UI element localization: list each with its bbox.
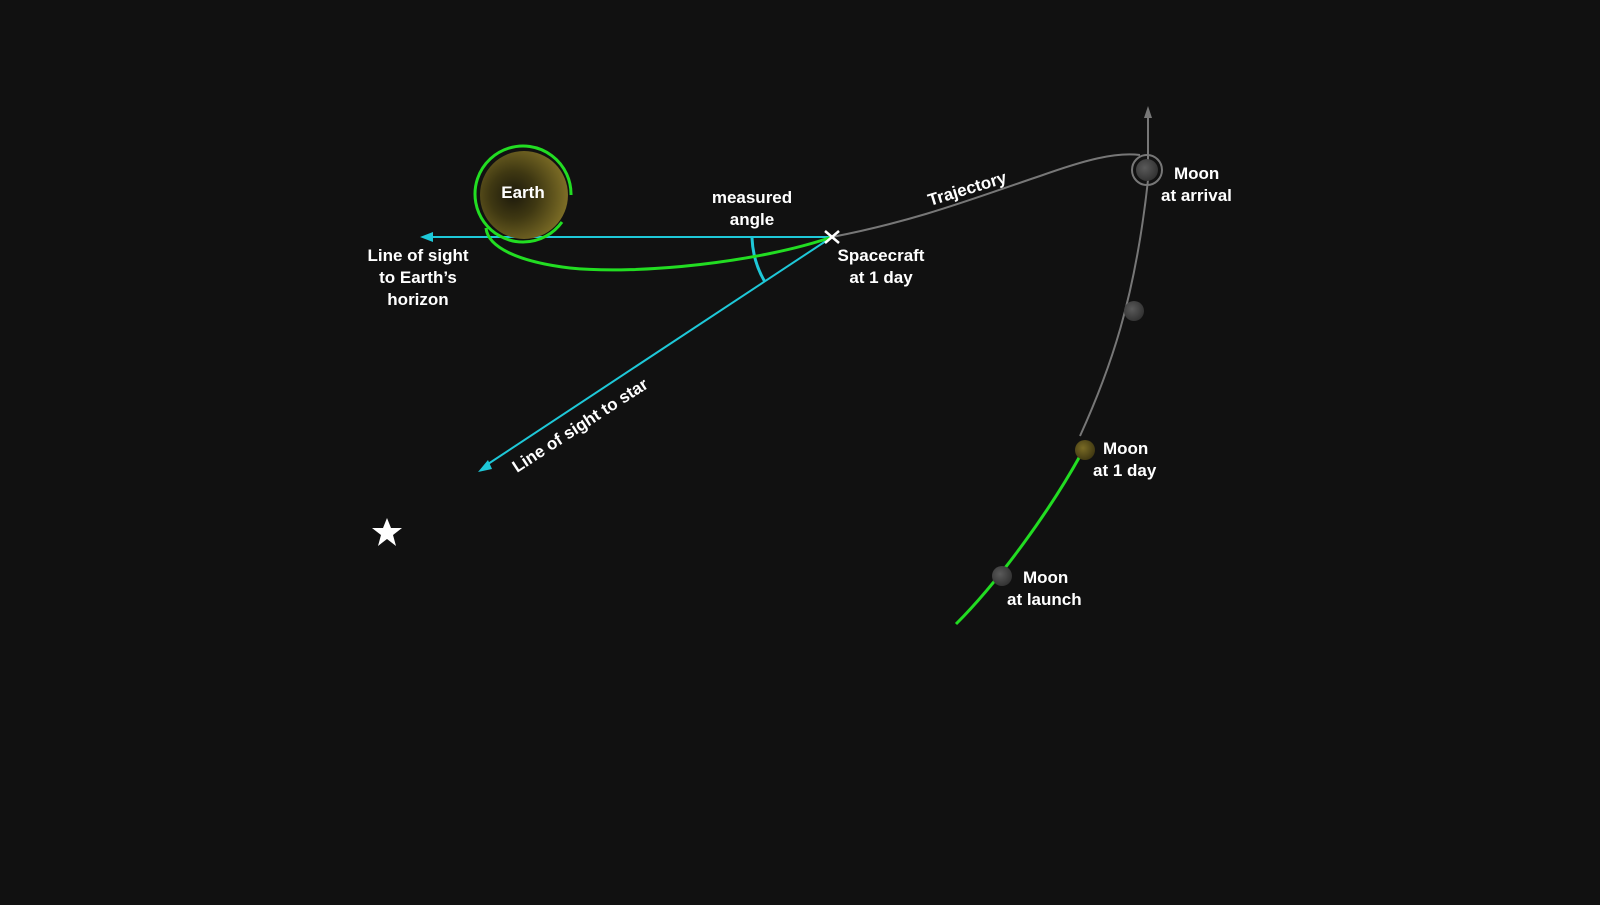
moon-arrival-label-line1: Moon	[1174, 164, 1219, 183]
earth-label: Earth	[501, 183, 544, 202]
horizon-label-line2: to Earth’s	[379, 268, 457, 287]
moon-launch-label-line1: Moon	[1023, 568, 1068, 587]
measured-angle-label-line2: angle	[730, 210, 774, 229]
horizon-label-line3: horizon	[387, 290, 448, 309]
star-icon	[372, 518, 402, 546]
earth-orbit-ring	[473, 144, 573, 244]
star-sight-line	[484, 236, 833, 467]
moon-1day-label-line2: at 1 day	[1093, 461, 1157, 480]
star-sight-label: Line of sight to star	[509, 374, 652, 476]
trajectory-future	[831, 153, 1141, 238]
measured-angle-label-line1: measured	[712, 188, 792, 207]
moon-arrival-ring	[1131, 154, 1163, 186]
moon-arrival-label-line2: at arrival	[1161, 186, 1232, 205]
measured-angle-arc	[750, 237, 767, 283]
moon-at-1-day-icon	[1075, 440, 1095, 460]
horizon-label-line1: Line of sight	[367, 246, 468, 265]
moon-launch-label-line2: at launch	[1007, 590, 1082, 609]
moon-at-launch-icon	[992, 566, 1012, 586]
moon-orbit-arrowhead	[1144, 106, 1152, 118]
moon-1day-label-line1: Moon	[1103, 439, 1148, 458]
moon-orbit-future	[1079, 112, 1149, 437]
earth-icon	[480, 151, 568, 239]
star-sight-arrowhead	[478, 460, 492, 472]
moon-orbit-flown	[954, 455, 1082, 626]
trajectory-flown	[484, 227, 833, 272]
horizon-sight-arrowhead	[420, 232, 433, 242]
moon-midway-icon	[1124, 301, 1144, 321]
spacecraft-label-line2: at 1 day	[849, 268, 913, 287]
spacecraft-label-line1: Spacecraft	[838, 246, 925, 265]
moon-at-arrival-icon	[1136, 159, 1158, 181]
x-mark-icon	[824, 230, 840, 244]
trajectory-label: Trajectory	[926, 168, 1010, 210]
